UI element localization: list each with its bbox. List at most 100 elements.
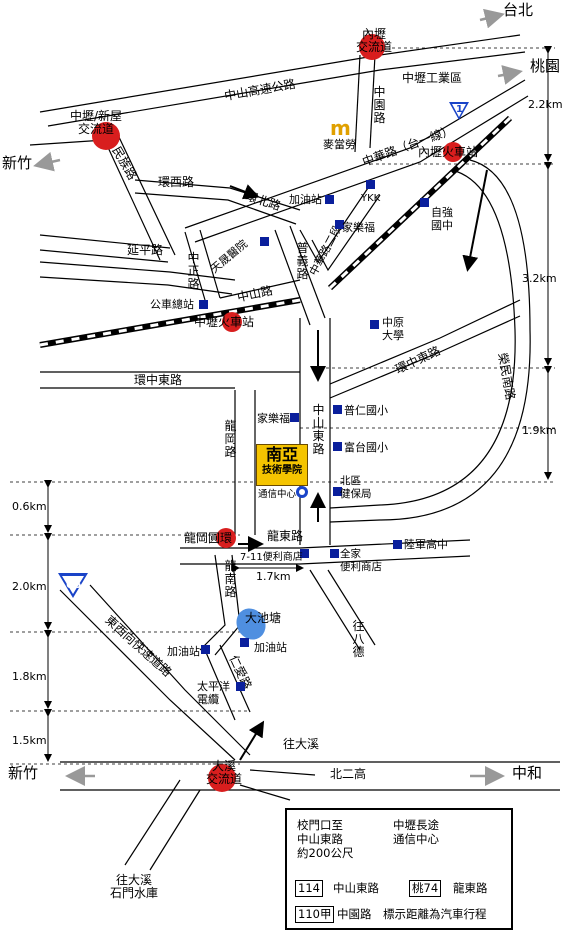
school-marker[interactable]: 南亞 技術學院: [256, 444, 308, 486]
label-family-mart: 全家 便利商店: [340, 548, 382, 573]
label-zhongli-xinwu-interchange: 中壢/新屋 交流道: [70, 109, 123, 136]
label-carrefour-2: 家樂福: [257, 412, 290, 425]
label-to-daxi-shimen: 往大溪 石門水庫: [110, 873, 159, 900]
landmark-marker: [325, 195, 334, 204]
zhongli-station-marker: [222, 312, 242, 332]
neili-interchange-marker: [359, 34, 385, 60]
legend-center-name: 中壢長途 通信中心: [393, 818, 439, 846]
landmark-marker: [366, 180, 375, 189]
landmark-marker: [333, 487, 342, 496]
zhongli-interchange-marker: [92, 122, 120, 150]
landmark-marker: [393, 540, 402, 549]
legend-r110: 110甲: [295, 906, 335, 923]
landmark-marker: [201, 645, 210, 654]
landmark-marker: [300, 549, 309, 558]
label-gas-station-3: 加油站: [167, 645, 200, 658]
label-neili-station: 內壢火車站: [418, 145, 479, 159]
label-longgang-roundabout: 龍岡圓環: [184, 531, 233, 545]
label-longnan-road: 龍南路: [224, 559, 237, 599]
landmark-marker: [420, 198, 429, 207]
school-subtitle: 技術學院: [262, 465, 302, 476]
landmark-marker: [333, 405, 342, 414]
distance-3-2: 3.2km: [522, 272, 557, 285]
distance-1-5: 1.5km: [12, 734, 47, 747]
label-dachi-pond: 大池塘: [245, 611, 282, 625]
neili-station-marker: [443, 142, 463, 162]
label-zhongyuan-road: 中園路: [373, 85, 386, 125]
distance-1-8: 1.8km: [12, 670, 47, 683]
distance-arrows: [44, 46, 552, 762]
landmark-marker: [236, 682, 245, 691]
label-dachi-interchange: 大溪 交流道: [206, 759, 243, 786]
mcdonalds-logo-icon: m: [330, 116, 351, 140]
legend-r114-name: 中山東路: [333, 881, 379, 895]
legend-note: 校門口至 中山東路 約200公尺: [297, 818, 354, 860]
label-to-bade: 往八德: [352, 619, 365, 659]
label-puyi-road: 普義路: [296, 241, 309, 281]
direction-arrows: [33, 8, 523, 786]
label-fujia-elementary: 富台國小: [344, 441, 388, 454]
label-yanping-road: 延平路: [127, 243, 164, 257]
label-puren-elementary: 普仁國小: [344, 404, 388, 417]
distance-1-7: 1.7km: [256, 570, 291, 583]
label-chung-yuan-university: 中原 大學: [382, 316, 404, 342]
label-ziqiang-junior-high: 自強 國中: [431, 206, 453, 232]
label-bus-station: 公車總站: [150, 298, 194, 311]
label-neili-interchange: 內壢 交流道: [356, 27, 393, 54]
label-longdong-road: 龍東路: [267, 529, 304, 543]
legend-r74-name: 龍東路: [453, 881, 488, 895]
distance-2-0: 2.0km: [12, 580, 47, 593]
landmark-marker: [370, 320, 379, 329]
route1-shield-icon: [449, 102, 469, 120]
label-army-high-school: 陸軍高中: [404, 538, 448, 551]
label-ykk: YKK: [361, 193, 381, 204]
label-huanxi-road: 環西路: [158, 175, 195, 189]
label-mcdonalds: 麥當勞: [323, 138, 356, 151]
landmark-marker: [330, 549, 339, 558]
landmark-marker: [240, 638, 249, 647]
legend: 校門口至 中山東路 約200公尺 中壢長途 通信中心 114 中山東路 桃74 …: [285, 808, 513, 930]
pond-shape: [236, 608, 266, 640]
legend-footnote: 標示距離為汽車行程: [383, 907, 487, 921]
label-to-daxi: 往大溪: [283, 737, 320, 751]
label-zhongli-industrial: 中壢工業區: [402, 71, 463, 85]
landmark-marker: [333, 442, 342, 451]
label-telecom-center: 通信中心: [258, 489, 297, 500]
route66-shield-icon: [58, 573, 88, 598]
red-markers: [92, 34, 463, 792]
label-seven-eleven: 7-11便利商店: [240, 552, 303, 563]
label-beierhao: 北二高: [330, 767, 367, 781]
landmark-marker: [335, 220, 344, 229]
label-route1: 1: [456, 104, 463, 115]
label-taoyuan: 桃園: [530, 57, 561, 75]
distance-2-2: 2.2km: [528, 98, 563, 111]
label-zhongli-station: 中壢火車站: [194, 315, 255, 329]
distance-0-6: 0.6km: [12, 500, 47, 513]
landmark-marker: [260, 237, 269, 246]
label-pacific-cable: 太平洋 電纜: [197, 680, 230, 706]
school-name: 南亞: [265, 445, 298, 464]
label-longgang-road: 龍岡路: [224, 419, 237, 459]
label-gas-station-2: 加油站: [254, 641, 287, 654]
label-route66: 66: [66, 578, 82, 591]
legend-r74: 桃74: [409, 880, 442, 897]
label-health-insurance: 北區 健保局: [340, 475, 372, 500]
telecom-logo-small-icon: [296, 486, 308, 498]
roundabout-marker: [216, 528, 236, 548]
label-huanzhong-east-left: 環中東路: [134, 373, 183, 387]
label-zhongshan-east-road: 中山東路: [312, 403, 325, 456]
label-zhongzheng-road: 中正路: [187, 251, 200, 291]
distance-1-9: 1.9km: [522, 424, 557, 437]
label-gas-station-1: 加油站: [289, 193, 322, 206]
landmark-marker: [290, 413, 299, 422]
label-taipei: 台北: [503, 1, 534, 19]
label-zhonghe: 中和: [512, 764, 543, 782]
label-carrefour-1: 家樂福: [342, 221, 375, 234]
label-hsinchu-bottom: 新竹: [8, 764, 39, 782]
label-hsinchu-top: 新竹: [2, 154, 33, 172]
dachi-interchange-marker: [208, 764, 236, 792]
legend-r114: 114: [295, 880, 323, 897]
route-arrows: [229, 169, 488, 761]
legend-r110-name: 中園路: [337, 907, 372, 921]
